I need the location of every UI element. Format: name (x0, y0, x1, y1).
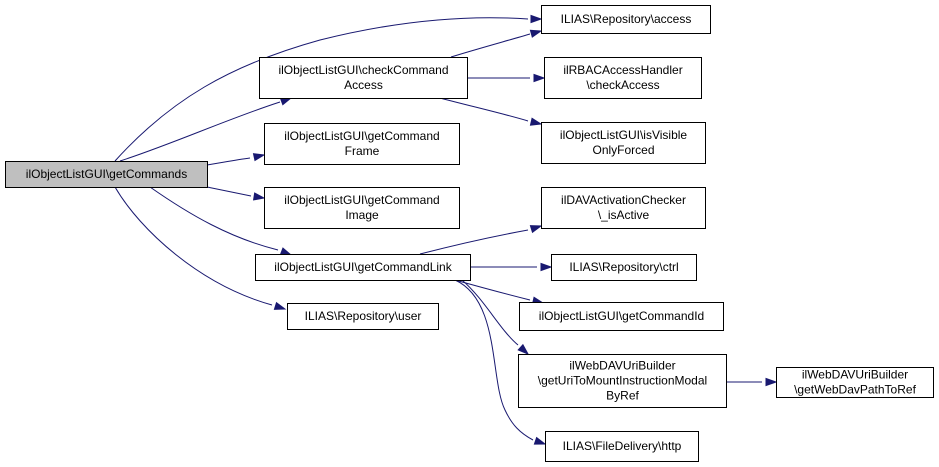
node-box (255, 254, 471, 281)
edge-n0-n6 (206, 186, 266, 201)
edge-line (461, 279, 519, 346)
node-box (541, 187, 706, 229)
node-n1[interactable]: ILIAS\Repository\access (541, 5, 711, 34)
edge-n8-n14 (454, 279, 547, 445)
edge-n8-n12 (461, 279, 530, 356)
node-label: ilObjectListGUI\checkCommand (278, 63, 448, 77)
edge-line (419, 229, 529, 255)
node-box (5, 161, 208, 188)
node-label: ilObjectListGUI\isVisible (560, 128, 687, 142)
edge-n0-n10 (114, 186, 287, 310)
edge-line (149, 186, 279, 251)
node-n8[interactable]: ilObjectListGUI\getCommandLink (255, 254, 471, 281)
arrowhead-icon (540, 262, 553, 272)
edge-line (114, 186, 273, 306)
arrowhead-icon (279, 247, 293, 256)
node-box (541, 122, 706, 164)
node-label: ilWebDAVUriBuilder (802, 368, 908, 382)
edge-n12-n13 (726, 377, 778, 387)
node-label: \checkAccess (586, 78, 659, 92)
arrowhead-icon (765, 377, 778, 387)
arrowhead-icon (252, 153, 266, 162)
edge-n2-n4 (439, 97, 543, 126)
arrowhead-icon (530, 14, 543, 24)
node-label: ilObjectListGUI\getCommand (284, 129, 439, 143)
node-box (264, 187, 460, 229)
edge-line (114, 17, 529, 162)
arrowhead-icon (517, 343, 530, 356)
node-label: ilObjectListGUI\getCommands (26, 167, 187, 181)
node-label: \getWebDavPathToRef (794, 383, 917, 397)
node-label: ILIAS\Repository\user (305, 309, 422, 323)
arrowhead-icon (529, 29, 543, 38)
arrowhead-icon (529, 117, 543, 126)
node-n10[interactable]: ILIAS\Repository\user (287, 303, 439, 330)
node-box (545, 431, 699, 462)
node-label: ilWebDAVUriBuilder (569, 359, 675, 373)
node-box (551, 254, 697, 281)
node-box (518, 354, 727, 408)
node-n14[interactable]: ILIAS\FileDelivery\http (545, 431, 699, 462)
edge-n8-n11 (454, 279, 545, 305)
node-label: \getUriToMountInstructionModal (538, 374, 707, 388)
node-label: ILIAS\Repository\access (561, 12, 692, 26)
node-label: ilRBACAccessHandler (563, 63, 682, 77)
nodes-layer: ilObjectListGUI\getCommandsILIAS\Reposit… (5, 5, 934, 462)
node-box (541, 5, 711, 34)
edge-line (439, 97, 529, 122)
node-label: ILIAS\FileDelivery\http (563, 439, 682, 453)
node-box (544, 57, 702, 99)
edge-n2-n3 (466, 73, 546, 83)
node-label: ilDAVActivationChecker (561, 193, 686, 207)
node-box (264, 123, 460, 165)
node-label: Image (345, 208, 379, 222)
node-n9[interactable]: ILIAS\Repository\ctrl (551, 254, 697, 281)
edge-line (450, 33, 531, 58)
node-label: Frame (345, 144, 380, 158)
arrowhead-icon (533, 73, 546, 83)
arrowhead-icon (279, 97, 293, 106)
arrowhead-icon (273, 301, 287, 310)
edge-line (454, 279, 531, 301)
node-box (287, 303, 439, 330)
edge-n8-n9 (469, 262, 553, 272)
arrowhead-icon (252, 192, 266, 201)
node-n11[interactable]: ilObjectListGUI\getCommandId (519, 302, 724, 331)
node-label: ByRef (606, 389, 639, 403)
edge-line (454, 279, 534, 441)
node-n13[interactable]: ilWebDAVUriBuilder\getWebDavPathToRef (776, 367, 934, 398)
edge-n8-n7 (419, 225, 543, 255)
edge-n0-n5 (206, 153, 266, 166)
node-label: ilObjectListGUI\getCommandId (539, 309, 704, 323)
edge-line (206, 157, 251, 166)
node-label: ilObjectListGUI\getCommandLink (274, 260, 452, 274)
node-box (776, 367, 934, 398)
node-label: Access (344, 78, 383, 92)
edge-line (206, 186, 252, 197)
node-label: ILIAS\Repository\ctrl (569, 260, 678, 274)
node-n3[interactable]: ilRBACAccessHandler\checkAccess (544, 57, 702, 99)
node-n12[interactable]: ilWebDAVUriBuilder\getUriToMountInstruct… (518, 354, 727, 408)
node-label: \_isActive (598, 208, 650, 222)
node-box (519, 302, 724, 331)
arrowhead-icon (533, 436, 547, 445)
node-box (259, 57, 468, 99)
edge-n0-n1 (114, 14, 543, 162)
arrowhead-icon (529, 225, 543, 234)
node-n0[interactable]: ilObjectListGUI\getCommands (5, 161, 208, 188)
node-label: ilObjectListGUI\getCommand (284, 193, 439, 207)
edge-n2-n1 (450, 29, 543, 58)
edge-line (119, 101, 281, 162)
node-label: OnlyForced (592, 143, 654, 157)
node-n7[interactable]: ilDAVActivationChecker\_isActive (541, 187, 706, 229)
